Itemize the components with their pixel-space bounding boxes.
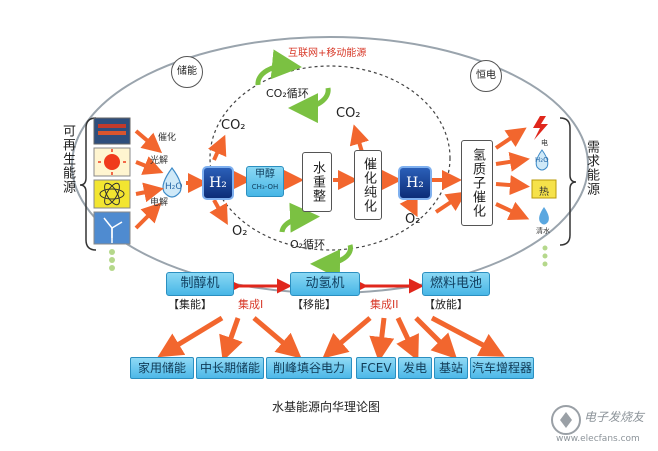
hydrogen-machine-sub: 【移能】 [292,298,336,311]
heat-label: 热 [539,187,549,198]
methanol-box: 甲醇 CH₃-OH [246,166,284,197]
co2-loop-arrow-right [288,87,331,124]
fuel-cell-sub: 【放能】 [424,298,468,311]
app-peak-shaving: 削峰填谷电力 [266,357,352,379]
o2-loop-arrow-right [310,244,353,280]
demand-energy-label: 需求能源 [584,140,599,196]
water-droplet-icon [162,166,182,198]
diagram-caption: 水基能源向华理论图 [272,400,381,414]
watermark-logo-icon [551,405,581,435]
water-output-label: H₂O [535,156,549,164]
h2-box-2: H₂ [398,166,432,200]
photolysis-label: 光解 [150,156,169,166]
catalysis-label: 催化 [158,133,177,143]
nuclear-source-icon [93,179,131,209]
heat-icon [531,179,557,199]
app-fcev: FCEV [356,357,396,379]
renewable-energy-label: 可再生能源 [60,124,75,194]
methanol-name: 甲醇 [255,169,275,180]
left-brace [79,117,97,251]
water-droplet-label: H₂O [165,182,183,192]
integration-one-label: 集成I [238,298,264,311]
app-mid-long-storage: 中长期储能 [196,357,264,379]
o2-loop-arrow-left [279,202,320,233]
internet-mobile-energy-label: 互联网+移动能源 [288,48,367,59]
watermark-url: www.elecfans.com [556,434,640,444]
right-brace [559,117,577,246]
lightning-icon [533,116,548,140]
alcohol-machine-sub: 【集能】 [168,298,212,311]
electricity-label: 电 [541,139,548,147]
clean-water-icon [539,207,549,225]
o2-label-right: O₂ [405,212,421,227]
clean-water-label: 清水 [536,227,550,235]
alcohol-machine-box: 制醇机 [166,272,234,296]
catalytic-purify-box: 催化纯化 [354,150,382,220]
water-reform-box: 水重整 [302,152,332,212]
app-power-generation: 发电 [398,357,432,379]
co2-label-left: CO₂ [221,118,246,133]
fuel-cell-box: 燃料电池 [422,272,490,296]
methanol-formula: CH₃-OH [251,183,279,191]
app-range-extender: 汽车增程器 [470,357,534,379]
h2-box-1: H₂ [202,166,234,200]
o2-label-left: O₂ [232,224,248,239]
hydrogen-machine-box: 动氢机 [290,272,360,296]
water-output-icon [535,149,549,171]
app-home-storage: 家用储能 [130,357,194,379]
o2-cycle-label: O₂循环 [290,238,326,251]
integration-two-label: 集成II [370,298,399,311]
co2-label-right: CO₂ [336,106,361,121]
watermark-title: 电子发烧友 [584,410,645,424]
storage-tag: 储能 [171,56,203,88]
co2-loop-arrow-left [255,49,302,86]
co2-cycle-label: CO₂循环 [266,87,309,100]
app-base-station: 基站 [434,357,468,379]
electrolysis-label: 电解 [150,198,169,208]
grid-tag: 恒电 [470,60,502,92]
proton-catalysis-box: 氢质子催化 [461,140,493,226]
inner-dashed-loop [209,65,451,251]
